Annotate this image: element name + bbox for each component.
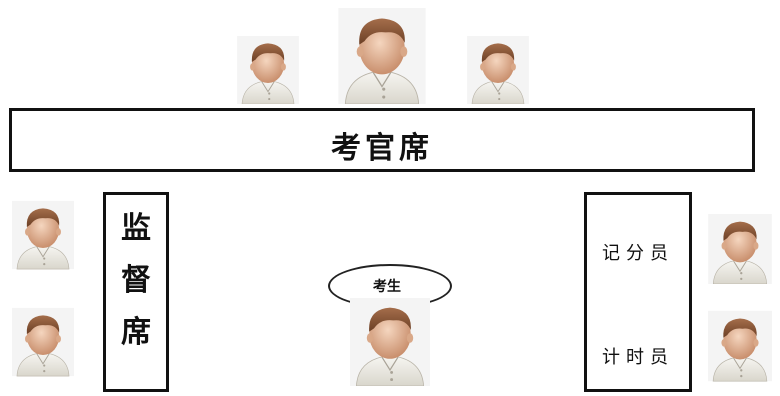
recorder-table: 记分员 计时员 [584, 192, 692, 392]
supervisor-label-line: 席 [121, 315, 151, 350]
supervisor-label-line: 监 [121, 211, 151, 246]
examiner-person-icon [466, 36, 530, 104]
examiner-person-icon [236, 36, 300, 104]
examiner-table-label: 考官席 [331, 131, 433, 166]
scorer-label: 记分员 [602, 243, 674, 264]
timer-label: 计时员 [602, 347, 674, 368]
timer-person-icon [708, 310, 772, 382]
candidate-label: 考生 [373, 279, 401, 295]
candidate-person-icon [346, 298, 434, 386]
chief-examiner-person-icon [330, 8, 434, 104]
supervisor-person-icon [12, 200, 74, 270]
scorer-person-icon [708, 214, 772, 284]
supervisor-person-icon [12, 306, 74, 378]
supervisor-table-label: 监 督 席 [106, 203, 166, 359]
supervisor-label-line: 督 [121, 263, 151, 298]
supervisor-table: 监 督 席 [103, 192, 169, 392]
examiner-table: 考官席 [9, 108, 755, 172]
